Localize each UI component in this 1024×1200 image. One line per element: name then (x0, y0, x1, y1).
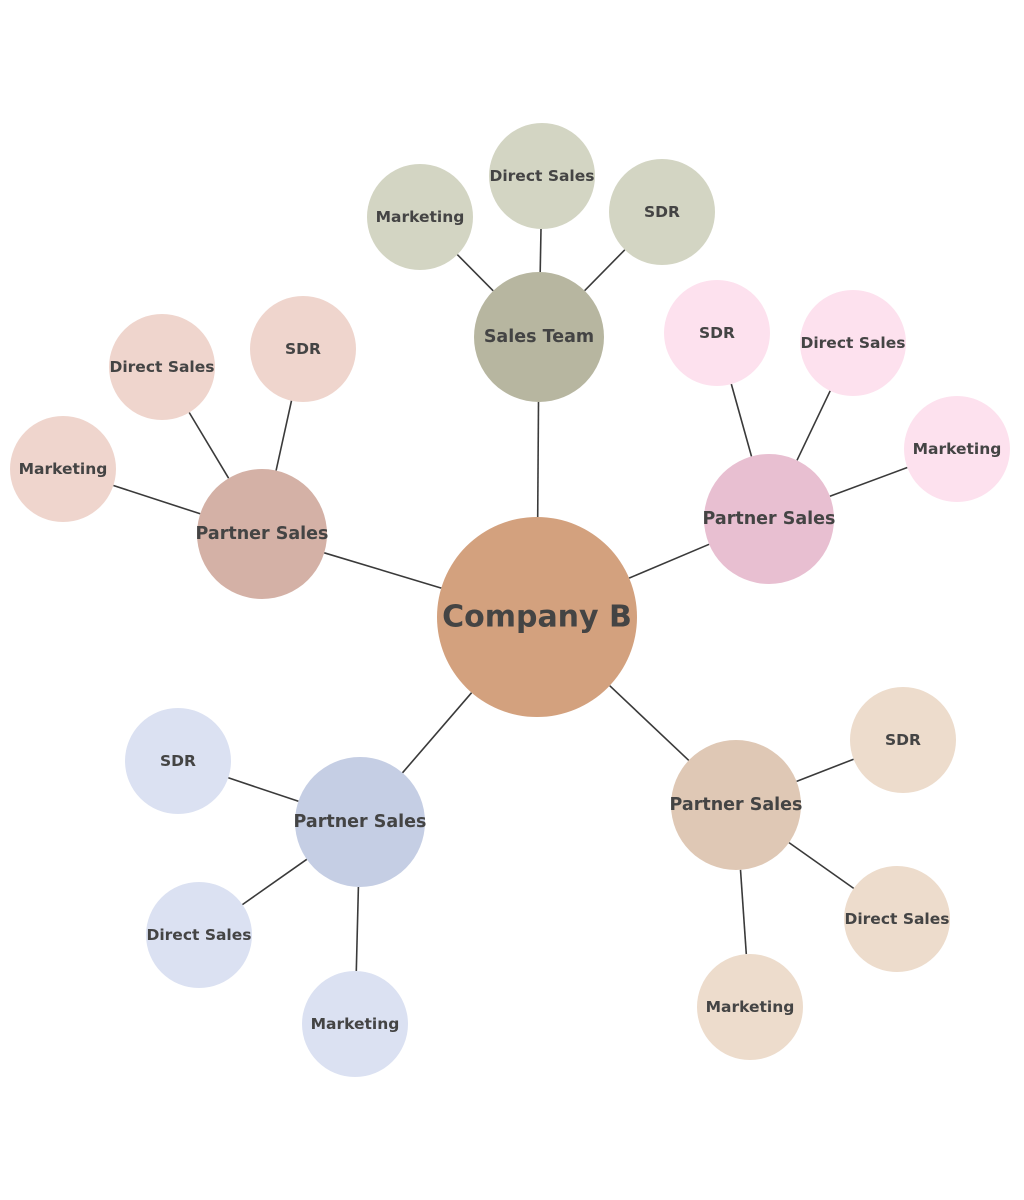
connector-right-hub-to-sdr (730, 383, 753, 457)
center-node-company-b[interactable]: Company B (437, 517, 637, 717)
right-leaf-direct-sales-circle (800, 290, 906, 396)
left-leaf-marketing[interactable]: Marketing (10, 416, 116, 522)
right-leaf-marketing-label: Marketing (913, 440, 1002, 458)
bottom-left-leaf-sdr[interactable]: SDR (125, 708, 231, 814)
bottom-left-leaf-direct-sales[interactable]: Direct Sales (146, 882, 252, 988)
left-leaf-direct-sales-circle (109, 314, 215, 420)
connector-bottom-right-hub-to-sdr (796, 758, 854, 783)
center-node-company-b-label: Company B (442, 600, 632, 635)
bottom-right-leaf-direct-sales-label: Direct Sales (844, 910, 949, 928)
connector-left-hub-to-direct-sales (188, 412, 230, 479)
connector-bottom-left-hub-to-marketing (355, 886, 360, 972)
left-leaf-sdr-label: SDR (285, 340, 321, 358)
bottom-left-leaf-marketing[interactable]: Marketing (302, 971, 408, 1077)
connector-layer (113, 228, 908, 972)
bottom-left-leaf-direct-sales-label: Direct Sales (146, 926, 251, 944)
bottom-left-hub-partner-sales[interactable]: Partner Sales (294, 757, 427, 887)
connector-center-to-bottom-left-hub (401, 692, 473, 774)
bottom-right-leaf-direct-sales-circle (844, 866, 950, 972)
connector-bottom-right-hub-to-marketing (739, 869, 748, 955)
bottom-right-leaf-sdr-circle (850, 687, 956, 793)
left-leaf-direct-sales[interactable]: Direct Sales (109, 314, 215, 420)
top-hub-sales-team[interactable]: Sales Team (474, 272, 604, 402)
bottom-left-hub-partner-sales-circle (295, 757, 425, 887)
top-leaf-marketing-label: Marketing (376, 208, 465, 226)
bottom-right-hub-partner-sales[interactable]: Partner Sales (670, 740, 803, 870)
bottom-left-leaf-direct-sales-circle (146, 882, 252, 988)
right-leaf-marketing-circle (904, 396, 1010, 502)
left-leaf-direct-sales-label: Direct Sales (109, 358, 214, 376)
left-leaf-sdr-circle (250, 296, 356, 402)
top-hub-sales-team-circle (474, 272, 604, 402)
top-leaf-direct-sales-label: Direct Sales (489, 167, 594, 185)
top-leaf-marketing[interactable]: Marketing (367, 164, 473, 270)
top-leaf-direct-sales[interactable]: Direct Sales (489, 123, 595, 229)
right-hub-partner-sales-label: Partner Sales (703, 509, 836, 529)
connector-top-hub-to-marketing (456, 254, 494, 292)
left-hub-partner-sales-circle (197, 469, 327, 599)
top-leaf-marketing-circle (367, 164, 473, 270)
connector-top-hub-to-sdr (584, 249, 626, 292)
bottom-right-leaf-marketing-label: Marketing (706, 998, 795, 1016)
bottom-left-hub-partner-sales-label: Partner Sales (294, 812, 427, 832)
bottom-left-leaf-marketing-circle (302, 971, 408, 1077)
top-hub-sales-team-label: Sales Team (484, 327, 594, 347)
top-leaf-sdr[interactable]: SDR (609, 159, 715, 265)
top-leaf-sdr-circle (609, 159, 715, 265)
bottom-right-leaf-marketing[interactable]: Marketing (697, 954, 803, 1060)
connector-right-hub-to-marketing (829, 466, 908, 498)
bottom-right-leaf-sdr-label: SDR (885, 731, 921, 749)
connector-left-hub-to-marketing (113, 484, 201, 515)
connector-center-to-bottom-right-hub (609, 685, 690, 761)
left-leaf-marketing-label: Marketing (19, 460, 108, 478)
bottom-right-hub-partner-sales-circle (671, 740, 801, 870)
right-leaf-sdr-circle (664, 280, 770, 386)
right-hub-partner-sales[interactable]: Partner Sales (703, 454, 836, 584)
connector-bottom-right-hub-to-direct-sales (788, 841, 855, 890)
right-hub-partner-sales-circle (704, 454, 834, 584)
left-leaf-marketing-circle (10, 416, 116, 522)
bottom-right-leaf-marketing-circle (697, 954, 803, 1060)
connector-center-to-left-hub (323, 552, 442, 589)
bottom-left-leaf-sdr-label: SDR (160, 752, 196, 770)
bottom-left-leaf-marketing-label: Marketing (311, 1015, 400, 1033)
top-leaf-direct-sales-circle (489, 123, 595, 229)
right-leaf-sdr[interactable]: SDR (664, 280, 770, 386)
connector-right-hub-to-direct-sales (796, 390, 831, 461)
right-leaf-direct-sales[interactable]: Direct Sales (800, 290, 906, 396)
right-leaf-marketing[interactable]: Marketing (904, 396, 1010, 502)
connector-bottom-left-hub-to-sdr (228, 777, 299, 803)
bottom-right-leaf-sdr[interactable]: SDR (850, 687, 956, 793)
bottom-right-hub-partner-sales-label: Partner Sales (670, 795, 803, 815)
bottom-right-leaf-direct-sales[interactable]: Direct Sales (844, 866, 950, 972)
left-hub-partner-sales[interactable]: Partner Sales (196, 469, 329, 599)
bottom-left-leaf-sdr-circle (125, 708, 231, 814)
right-leaf-direct-sales-label: Direct Sales (800, 334, 905, 352)
connector-left-hub-to-sdr (275, 400, 293, 471)
top-leaf-sdr-label: SDR (644, 203, 680, 221)
connector-bottom-left-hub-to-direct-sales (241, 858, 308, 906)
center-node-company-b-circle (437, 517, 637, 717)
connector-center-to-right-hub (628, 543, 710, 579)
right-leaf-sdr-label: SDR (699, 324, 735, 342)
connector-top-hub-to-direct-sales (539, 228, 542, 273)
left-hub-partner-sales-label: Partner Sales (196, 524, 329, 544)
left-leaf-sdr[interactable]: SDR (250, 296, 356, 402)
connector-center-to-top-hub (536, 401, 540, 518)
